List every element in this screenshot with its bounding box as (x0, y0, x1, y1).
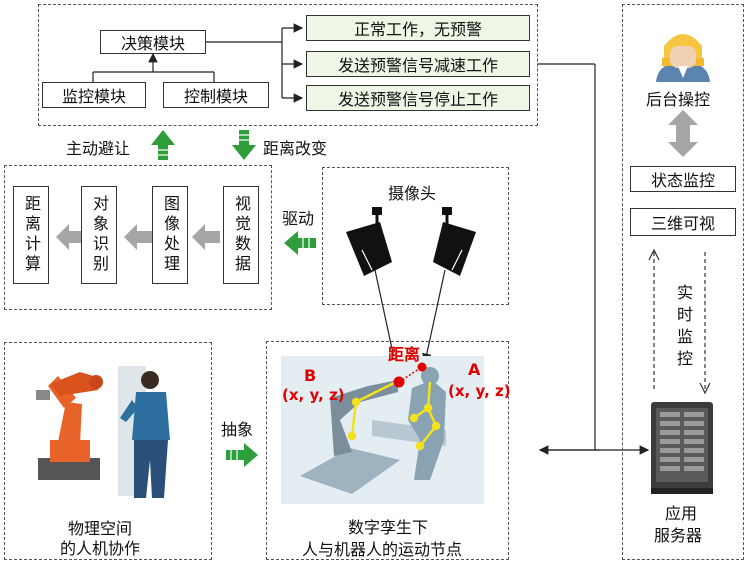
step-distance-calc-label: 距离计算 (22, 195, 41, 275)
status-monitor-label: 状态监控 (650, 171, 715, 190)
digital-twin-panel (266, 341, 509, 560)
point-a-coord: (x, y, z) (448, 382, 511, 400)
backend-panel (622, 4, 744, 560)
operator-label: 后台操控 (646, 90, 711, 109)
outcome-slow: 发送预警信号减速工作 (306, 51, 530, 77)
distance-label: 距离 (388, 345, 421, 364)
physical-caption-1: 物理空间 (68, 519, 133, 538)
control-module-box: 控制模块 (163, 82, 269, 108)
three-d-view-label: 三维可视 (650, 214, 715, 233)
control-module-label: 控制模块 (183, 87, 248, 106)
step-image-processing: 图像处理 (152, 186, 188, 284)
active-avoid-label: 主动避让 (66, 139, 131, 158)
decision-module-label: 决策模块 (120, 34, 185, 53)
camera-label: 摄像头 (388, 184, 437, 203)
server-label-1: 应用 (665, 504, 698, 523)
outcome-normal-label: 正常工作，无预警 (353, 20, 482, 39)
point-a-label: A (468, 360, 481, 379)
gray-double-arrow (668, 110, 698, 157)
drive-label: 驱动 (282, 209, 315, 228)
camera-panel (322, 167, 509, 305)
three-d-view-box: 三维可视 (630, 208, 736, 236)
gray-arrow-2 (124, 224, 152, 250)
gray-arrow-1 (192, 224, 220, 250)
digital-twin-caption-1: 数字孪生下 (348, 518, 429, 537)
status-monitor-box: 状态监控 (630, 166, 736, 192)
step-object-recognition: 对象识别 (81, 186, 117, 284)
step-distance-calc: 距离计算 (13, 186, 49, 284)
gray-arrow-3 (56, 224, 84, 250)
outcome-normal: 正常工作，无预警 (306, 15, 530, 41)
monitor-module-box: 监控模块 (42, 82, 146, 108)
point-b-label: B (304, 366, 317, 385)
point-b-coord: (x, y, z) (282, 386, 345, 404)
monitor-module-label: 监控模块 (61, 87, 126, 106)
digital-twin-caption-2: 人与机器人的运动节点 (302, 540, 463, 559)
outcome-slow-label: 发送预警信号减速工作 (337, 56, 498, 75)
abstract-label: 抽象 (221, 420, 254, 439)
vision-panel (4, 165, 272, 310)
step-object-recognition-label: 对象识别 (90, 195, 109, 275)
step-vision-data: 视觉数据 (223, 186, 259, 284)
outcome-stop-label: 发送预警信号停止工作 (337, 90, 498, 109)
step-image-processing-label: 图像处理 (161, 195, 180, 275)
outcome-stop: 发送预警信号停止工作 (306, 85, 530, 111)
realtime-monitor-label: 实时监控 (674, 284, 693, 372)
physical-caption-2: 的人机协作 (60, 539, 141, 558)
physical-panel (4, 342, 212, 560)
distance-change-label: 距离改变 (263, 139, 328, 158)
server-label-2: 服务器 (654, 526, 703, 545)
decision-panel (38, 4, 538, 126)
decision-module-box: 决策模块 (100, 30, 206, 54)
step-vision-data-label: 视觉数据 (232, 195, 251, 275)
